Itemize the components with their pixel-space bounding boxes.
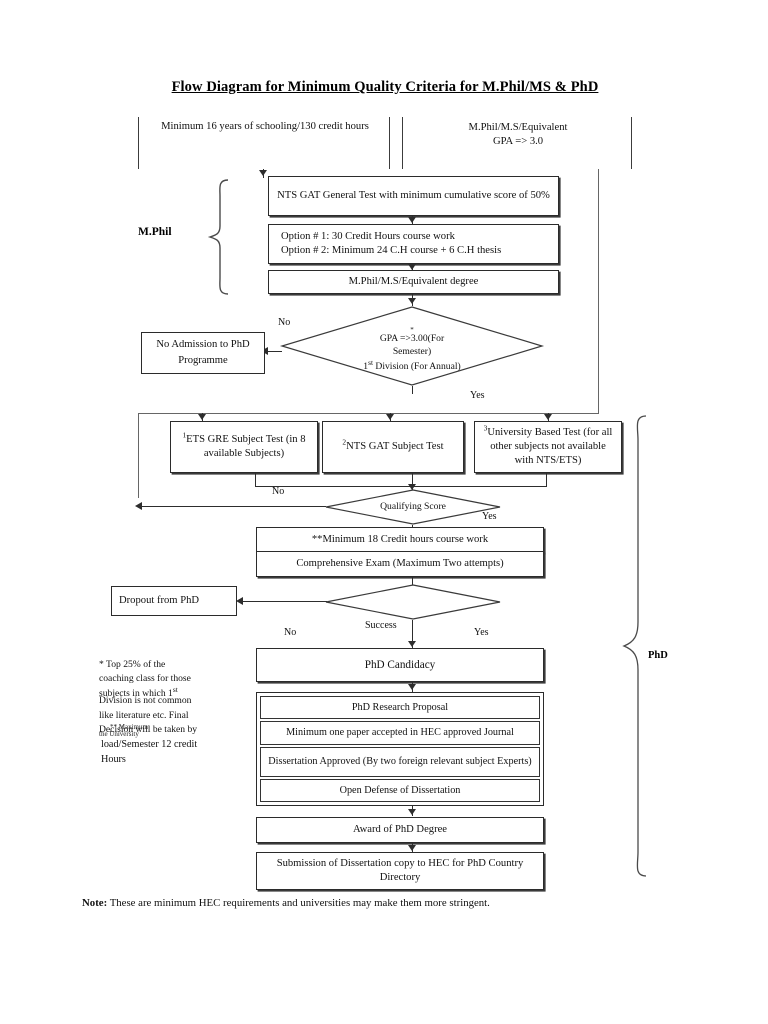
box-comprehensive-exam: Comprehensive Exam (Maximum Two attempts… — [256, 551, 544, 577]
footnote-star-superscript: st — [172, 684, 178, 694]
course-option-1: Option # 1: 30 Credit Hours course work — [281, 230, 455, 242]
box-paper-accepted: Minimum one paper accepted in HEC approv… — [260, 721, 540, 745]
footnote-double-star-a: ** Maximum — [110, 723, 148, 731]
entry-right-connector-horizontal — [383, 413, 599, 414]
entry-left-bar-start — [138, 117, 140, 169]
box-minimum-credit-hours: **Minimum 18 Credit hours course work — [256, 527, 544, 553]
tests-to-qualifying-arrow-icon — [408, 484, 416, 490]
box-subject-test-1: 1ETS GRE Subject Test (in 8 available Su… — [170, 421, 318, 473]
success-no-label: No — [284, 627, 297, 638]
options-to-degree-arrow-icon — [408, 264, 416, 270]
success-to-candidacy-connector — [412, 620, 414, 648]
decision-success-label: Success — [365, 620, 397, 631]
phd-group-label: PhD — [648, 650, 668, 661]
mphil-group-label: M.Phil — [138, 226, 172, 238]
subject-test-1-text: ETS GRE Subject Test (in 8 available Sub… — [186, 433, 306, 459]
candidacy-to-research-arrow-icon — [408, 684, 416, 690]
subject-test-bus — [138, 413, 408, 414]
decision-success — [325, 584, 501, 620]
box-research-proposal: PhD Research Proposal — [260, 696, 540, 720]
bus-to-test3-arrow-icon — [544, 414, 552, 420]
box-open-defense: Open Defense of Dissertation — [260, 778, 540, 802]
box-course-options: Option # 1: 30 Credit Hours course work … — [268, 224, 559, 264]
footnote-star-part-b: Division is not common like literature e… — [99, 695, 198, 736]
success-yes-label: Yes — [474, 627, 489, 638]
box-submission-to-hec: Submission of Dissertation copy to HEC f… — [256, 852, 544, 890]
test1-merge-down — [255, 473, 257, 487]
phd-research-group: PhD Research Proposal Minimum one paper … — [256, 692, 544, 806]
no-admission-line2: Programme — [178, 354, 228, 366]
entry-left-arrow-icon — [259, 170, 267, 176]
entry-right-bar-end — [631, 117, 633, 169]
gpa-no-label: No — [278, 317, 291, 328]
success-no-arrow-icon — [236, 597, 243, 605]
box-dropout-from-phd: Dropout from PhD — [111, 586, 237, 616]
footnote-star-text-a: * Top 25% of the coaching class for thos… — [99, 658, 191, 699]
subject-test-bus-left-drop — [138, 413, 139, 498]
box-subject-test-2: 2NTS GAT Subject Test — [322, 421, 464, 473]
course-option-2: Option # 2: Minimum 24 C.H course + 6 C.… — [281, 245, 502, 256]
box-mphil-degree: M.Phil/M.S/Equivalent degree — [268, 270, 559, 294]
box-gat-general-test: NTS GAT General Test with minimum cumula… — [268, 176, 559, 216]
entry-right-text: M.Phil/M.S/Equivalent GPA => 3.0 — [468, 122, 568, 148]
bus-to-test2-arrow-icon — [386, 414, 394, 420]
subject-test-2-superscript: 2 — [342, 437, 347, 447]
decision-gpa: * GPA =>3.00(For Semester) 1st Division … — [279, 306, 545, 386]
test3-merge-down — [546, 473, 548, 487]
gpa-no-connector — [266, 351, 282, 353]
footnote-star-part-a: * Top 25% of the coaching class for thos… — [99, 643, 249, 701]
gpa-yes-label: Yes — [470, 390, 485, 401]
subject-test-3-superscript: 3 — [483, 423, 488, 433]
test2-merge-down — [412, 473, 414, 491]
coursework-to-success-connector — [412, 577, 414, 586]
qualifying-no-label: No — [272, 486, 285, 497]
footnote-double-star-b: load/Semester 12 credit Hours — [101, 739, 198, 765]
gpa-yes-connector-down — [412, 386, 414, 394]
qualifying-yes-label: Yes — [482, 511, 497, 522]
entry-left-bar-end — [389, 117, 391, 169]
success-no-connector — [240, 601, 327, 603]
footnote-university: the University — [99, 730, 139, 738]
subject-test-3-text: University Based Test (for all other sub… — [487, 426, 613, 467]
entry-left-text: Minimum 16 years of schooling/130 credit… — [161, 121, 369, 132]
bottom-note-text: These are minimum HEC requirements and u… — [107, 897, 490, 909]
entry-right-connector-vertical — [598, 169, 599, 414]
box-phd-candidacy: PhD Candidacy — [256, 648, 544, 682]
no-admission-line1: No Admission to PhD — [156, 338, 250, 350]
box-dissertation-approved: Dissertation Approved (By two foreign re… — [260, 746, 540, 777]
award-to-submission-arrow-icon — [408, 845, 416, 851]
box-award-of-phd-degree: Award of PhD Degree — [256, 817, 544, 843]
subject-test-2-text: NTS GAT Subject Test — [346, 440, 444, 452]
entry-right-bar-start — [402, 117, 404, 169]
qualifying-no-arrow-icon — [135, 502, 142, 510]
page-title: Flow Diagram for Minimum Quality Criteri… — [171, 79, 599, 95]
phd-brace-icon — [622, 415, 647, 877]
success-to-candidacy-arrow-icon — [408, 641, 416, 647]
bottom-note: Note: These are minimum HEC requirements… — [82, 897, 682, 909]
qualifying-no-connector — [139, 506, 326, 508]
box-subject-test-3: 3University Based Test (for all other su… — [474, 421, 622, 473]
test1-merge-across — [255, 486, 413, 488]
bottom-note-prefix: Note: — [82, 897, 108, 909]
decision-qualifying-score: Qualifying Score — [325, 489, 501, 525]
degree-to-gpa-arrow-icon — [408, 298, 416, 304]
test3-merge-across — [412, 486, 547, 488]
subject-test-1-superscript: 1 — [182, 430, 187, 440]
research-to-award-arrow-icon — [408, 809, 416, 815]
box-no-admission: No Admission to PhD Programme — [141, 332, 265, 374]
gat-to-options-arrow-icon — [408, 217, 416, 223]
mphil-brace-icon — [207, 179, 229, 295]
bus-to-test1-arrow-icon — [198, 414, 206, 420]
